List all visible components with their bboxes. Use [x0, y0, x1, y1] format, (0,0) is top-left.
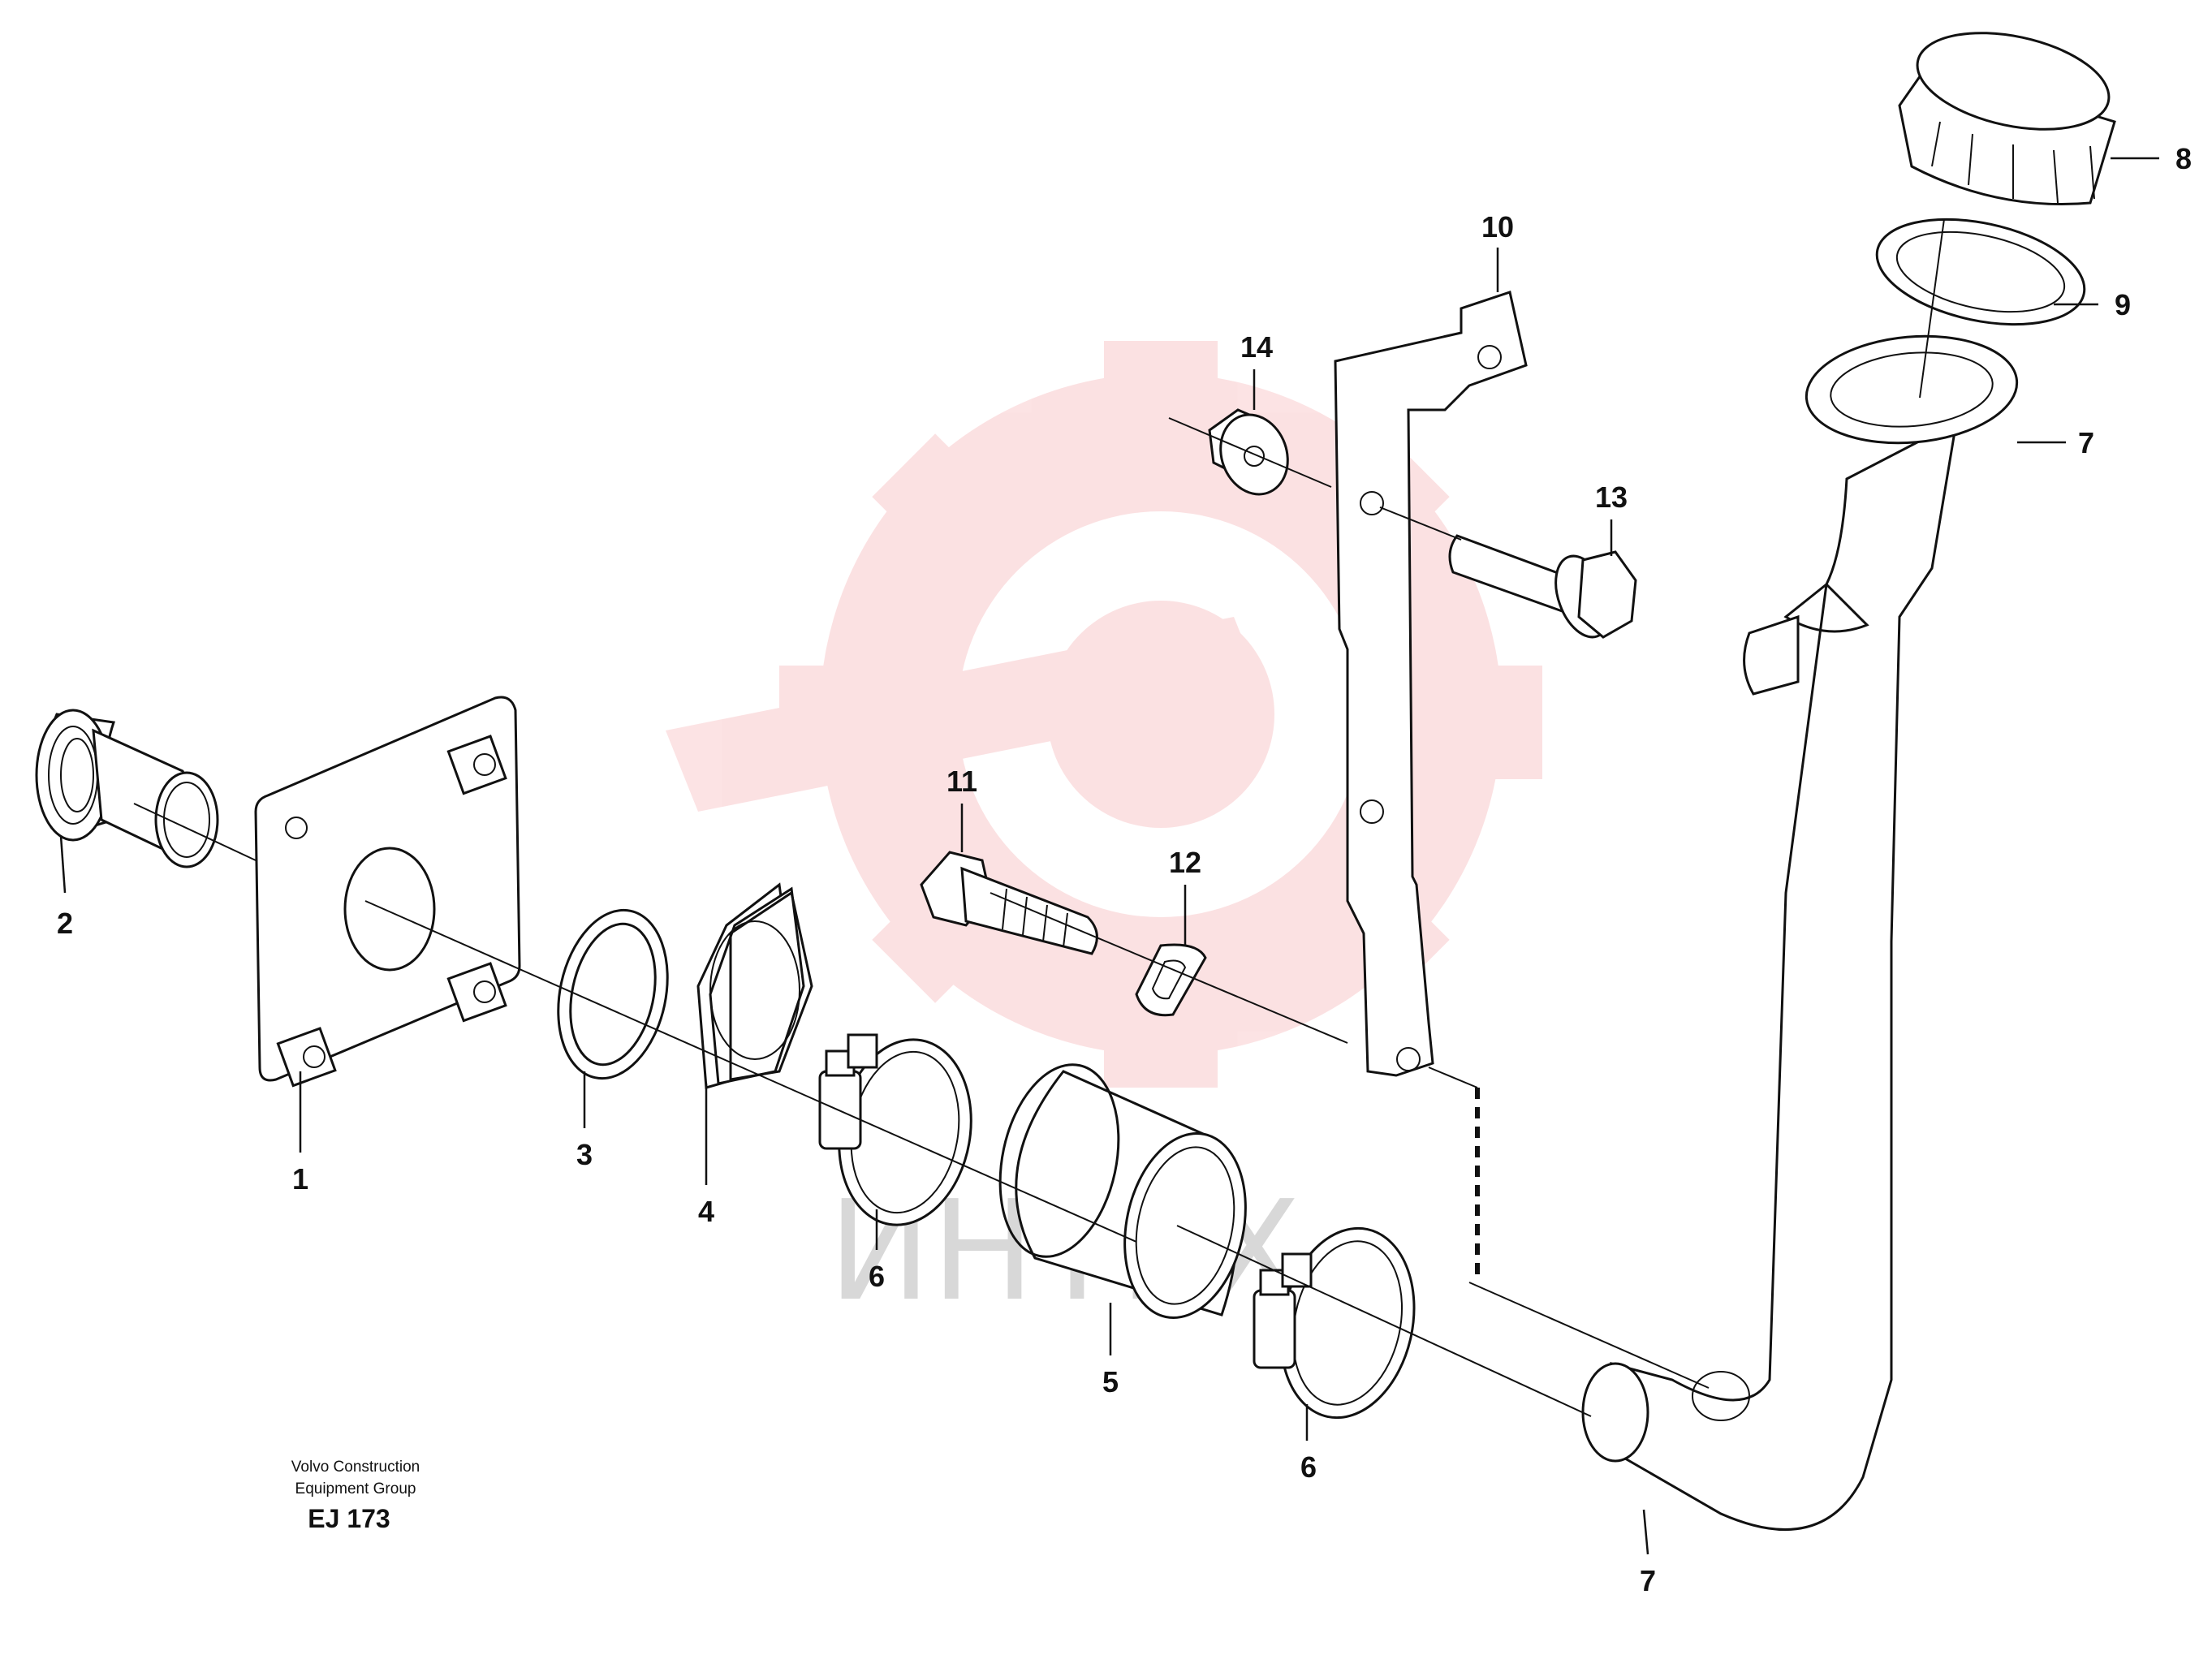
centerlines [133, 218, 1945, 1417]
part-7-pipe [1581, 334, 2019, 1531]
footer: Volvo Construction Equipment Group EJ 17… [291, 1459, 420, 1533]
callout-10: 10 [1481, 210, 1514, 243]
callout-6-right: 6 [1300, 1450, 1317, 1484]
part-6-clamp-left [818, 1033, 972, 1226]
part-1-plate [254, 696, 521, 1088]
drawing-code: EJ 173 [308, 1504, 390, 1533]
part-9-gasket [1875, 218, 2086, 326]
part-10-bracket [1334, 291, 1528, 1077]
callout-6-left: 6 [869, 1260, 885, 1293]
callout-7-top: 7 [2078, 426, 2094, 459]
company-line-2: Equipment Group [295, 1480, 416, 1497]
callout-2: 2 [57, 907, 73, 940]
callout-1: 1 [292, 1162, 308, 1196]
part-4-nut [696, 882, 813, 1089]
leader-lines [59, 157, 2159, 1555]
callout-7-bottom: 7 [1640, 1564, 1656, 1597]
part-13-bolt [1448, 534, 1637, 639]
company-line-1: Volvo Construction [291, 1459, 420, 1476]
callout-13: 13 [1595, 480, 1628, 514]
part-3-washer [557, 908, 669, 1080]
part-6-clamp-right [1253, 1226, 1416, 1420]
part-5-hose [998, 1063, 1247, 1319]
callout-14: 14 [1240, 330, 1273, 364]
part-2-adapter [35, 709, 219, 868]
callout-4: 4 [698, 1195, 714, 1228]
callout-8: 8 [2175, 142, 2192, 175]
part-11-bolt [920, 851, 1098, 955]
callout-11: 11 [946, 765, 977, 798]
callout-5: 5 [1102, 1365, 1119, 1398]
callout-12: 12 [1169, 846, 1201, 879]
callout-9: 9 [2115, 288, 2131, 321]
callout-labels: 2 1 3 4 6 5 6 7 7 8 9 10 11 12 13 14 [57, 142, 2192, 1597]
part-8-cap [1898, 32, 2116, 205]
callout-3: 3 [576, 1138, 593, 1171]
